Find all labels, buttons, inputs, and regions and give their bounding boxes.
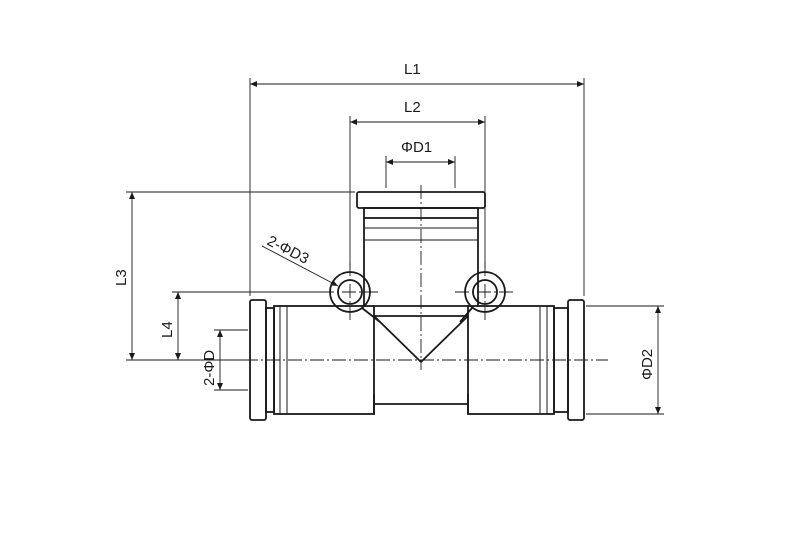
mounting-hole-right <box>459 271 506 323</box>
mounting-hole-left <box>329 271 381 323</box>
label-d1: ΦD1 <box>401 139 432 156</box>
dimension-lines <box>129 81 661 414</box>
label-d: 2-ΦD <box>201 350 218 386</box>
label-d2: ΦD2 <box>639 349 656 380</box>
label-l3: L3 <box>113 269 130 286</box>
center-lines <box>200 185 608 370</box>
label-d3: 2-ΦD3 <box>264 232 311 267</box>
label-l1: L1 <box>404 61 421 78</box>
label-l2: L2 <box>404 99 421 116</box>
label-l4: L4 <box>159 321 176 338</box>
